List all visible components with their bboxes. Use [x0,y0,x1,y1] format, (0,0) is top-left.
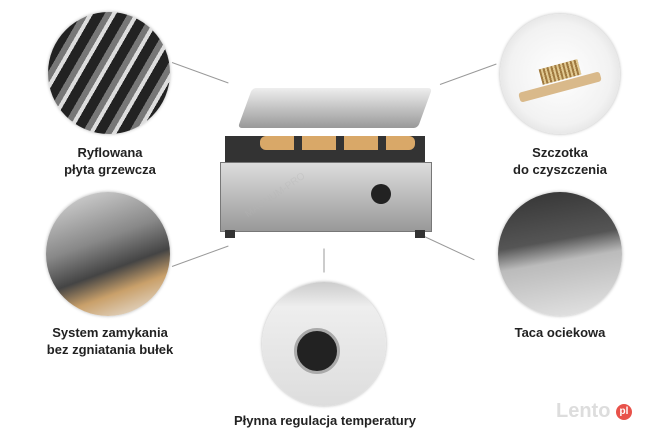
label-line: płyta grzewcza [64,162,156,177]
temperature-knob [371,184,391,204]
feature-label-closing-system: System zamykania bez zgniatania bułek [30,324,190,358]
label-line: Szczotka [532,145,588,160]
contact-grill-photo [215,84,440,244]
label-line: bez zgniatania bułek [46,342,174,357]
feature-label-grooved-plate: Ryflowana płyta grzewcza [40,144,180,178]
lento-logo: Lento pl [556,400,632,423]
label-line: Ryflowana [77,145,143,160]
label-line: Taca ociekowa [514,325,606,340]
feature-label-temperature: Płynna regulacja temperatury [190,412,460,429]
logo-text: Lento [556,400,611,422]
feature-label-brush: Szczotka do czyszczenia [490,144,630,178]
logo-badge: pl [616,403,632,420]
cleaning-brush-photo [500,14,620,134]
feature-label-drip-tray: Taca ociekowa [490,324,630,341]
connector-line [439,63,497,85]
drip-tray-photo [498,192,622,316]
label-line: Płynna regulacja temperatury [233,413,417,428]
label-line: System zamykania [52,325,168,340]
closing-system-photo [46,192,170,316]
grooved-plate-photo [48,12,170,134]
label-line: do czyszczenia [513,162,607,177]
connector-line [171,245,229,267]
temperature-knob-photo [262,282,386,406]
connector-line [171,62,229,84]
connector-line [323,248,325,273]
